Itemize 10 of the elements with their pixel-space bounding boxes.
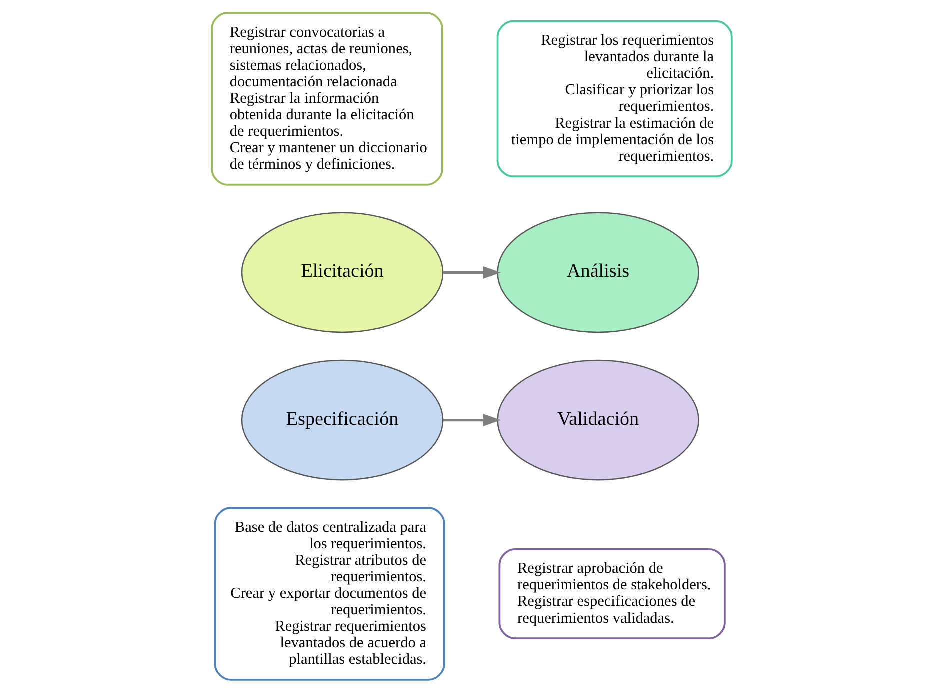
node-ellipse: Análisis — [496, 212, 699, 334]
arrow — [442, 414, 501, 427]
arrow — [442, 266, 501, 279]
node-ellipse: Elicitación — [240, 212, 444, 334]
node-box: Registrar aprobación de requerimientos de stakeholders. Registrar especificaciones de requerimientos validadas. — [498, 548, 726, 640]
node-ellipse: Especificación — [240, 360, 444, 481]
node-box: Registrar los requerimientos levantados durante la elicitación. Clasificar y priorizar los requerimientos. Registrar la estimación de tiempo de implementación de los requerimientos. — [496, 20, 732, 178]
node-box: Registrar convocatorias a reuniones, actas de reuniones, sistemas relacionados, documentación relacionada Registrar la información obtenida durante la elicitación de requerimientos. Crear y mantener un diccionario de términos y definiciones. — [210, 12, 443, 186]
node-ellipse: Validación — [496, 360, 699, 481]
node-box: Base de datos centralizada para los requerimientos. Registrar atributos de requerimientos. Crear y exportar documentos de requerimientos. Registrar requerimientos levantados de acuerdo a plantillas establecidas. — [214, 507, 445, 681]
